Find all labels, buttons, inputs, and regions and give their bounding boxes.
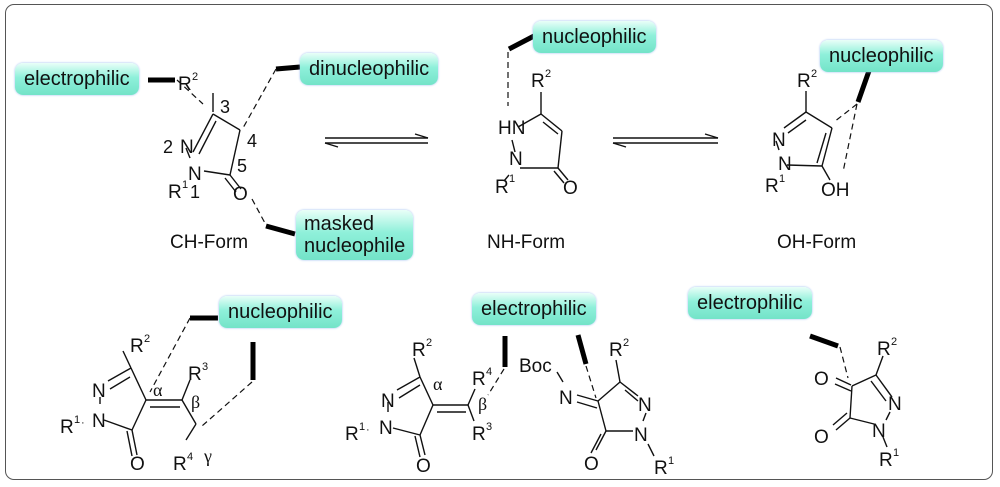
nh-form-caption: NH-Form <box>487 232 565 253</box>
svg-text:R: R <box>797 71 811 92</box>
label-electrophilic-alkylidene: electrophilic <box>472 293 596 325</box>
atom-n2: N <box>180 137 194 158</box>
label-nucleophilic-alkylidene: nucleophilic <box>219 296 342 328</box>
atom-oh: OH <box>821 180 850 201</box>
oh-form-caption: OH-Form <box>777 232 856 253</box>
gamma-label: γ <box>203 446 212 466</box>
label-electrophilic-dione: electrophilic <box>688 287 812 319</box>
svg-text:2: 2 <box>545 68 551 80</box>
svg-text:2: 2 <box>426 337 432 349</box>
svg-text:3: 3 <box>486 421 492 433</box>
svg-text:R: R <box>609 340 623 361</box>
svg-text:R: R <box>188 364 202 385</box>
svg-text:N: N <box>888 394 902 415</box>
nh-form-structure: HN N O R 1 R 2 NH-Form <box>487 33 578 253</box>
svg-text:R: R <box>130 336 144 357</box>
svg-text:1: 1 <box>74 414 80 426</box>
svg-text:·: · <box>366 424 370 436</box>
alkylidene-electrophile-structure: N N R 1 · O R 2 R 4 R 3 α β <box>345 336 508 477</box>
svg-text:R: R <box>765 176 779 197</box>
svg-text:2: 2 <box>623 337 629 349</box>
svg-text:1: 1 <box>893 447 899 459</box>
oh-form-structure: N N OH R 1 R 2 OH-Form <box>765 67 873 253</box>
svg-text:N: N <box>772 130 786 151</box>
beta-label: β <box>191 392 200 412</box>
ring-number: 2 <box>163 137 173 157</box>
svg-text:R: R <box>531 71 545 92</box>
svg-text:R: R <box>654 458 668 479</box>
ring-number: 5 <box>237 156 247 176</box>
ring-number: 3 <box>220 97 230 117</box>
svg-text:2: 2 <box>192 71 198 83</box>
atom-o: O <box>233 184 248 205</box>
svg-text:R: R <box>879 450 893 471</box>
label-electrophilic-ch: electrophilic <box>15 63 139 95</box>
label-dinucleophilic: dinucleophilic <box>300 53 439 85</box>
svg-text:2: 2 <box>811 68 817 80</box>
svg-text:R: R <box>877 339 891 360</box>
svg-text:R: R <box>495 177 509 198</box>
ch-form-caption: CH-Form <box>170 232 248 253</box>
atom-n1: N <box>188 164 202 185</box>
svg-text:O: O <box>814 427 829 448</box>
svg-text:3: 3 <box>202 361 208 373</box>
svg-text:R: R <box>412 340 426 361</box>
svg-text:O: O <box>584 454 599 475</box>
atom-r1: R <box>168 182 182 203</box>
alkylidene-pyrazolone-structure: N N R 1 · O R 2 R 3 R 4 α β γ <box>60 315 256 475</box>
svg-text:1: 1 <box>668 455 674 467</box>
ch-form-structure: R 2 N N O R 1 1 2 3 4 5 CH-Form <box>148 64 301 253</box>
svg-text:O: O <box>416 456 431 477</box>
svg-text:4: 4 <box>187 451 193 463</box>
alpha-label: α <box>153 380 163 400</box>
label-nucleophilic-nh: nucleophilic <box>533 21 656 53</box>
svg-text:4: 4 <box>486 366 492 378</box>
svg-text:R: R <box>472 424 486 445</box>
atom-nh: HN <box>498 118 525 139</box>
svg-text:O: O <box>814 369 829 390</box>
svg-text:N: N <box>872 421 886 442</box>
svg-text:R: R <box>472 369 486 390</box>
atom-boc: Boc <box>519 356 552 377</box>
svg-text:1: 1 <box>182 179 188 191</box>
equilibrium-arrow-1 <box>324 133 429 148</box>
label-nucleophilic-oh: nucleophilic <box>820 40 943 72</box>
svg-text:α: α <box>433 374 443 394</box>
svg-text:1: 1 <box>359 421 365 433</box>
svg-text:O: O <box>130 454 145 475</box>
svg-text:β: β <box>478 394 487 414</box>
svg-text:O: O <box>563 178 578 199</box>
svg-text:N: N <box>778 154 792 175</box>
svg-text:N: N <box>379 418 393 439</box>
boc-imine-structure: Boc N N N O R 2 R 1 <box>519 334 674 479</box>
svg-text:R: R <box>60 417 74 438</box>
svg-text:N: N <box>509 149 523 170</box>
ring-number: 1 <box>190 182 200 202</box>
ring-number: 4 <box>247 131 257 151</box>
svg-text:·: · <box>81 417 85 429</box>
svg-text:1: 1 <box>509 173 515 185</box>
equilibrium-arrow-2 <box>612 133 719 148</box>
svg-text:R: R <box>173 454 187 475</box>
diagram-frame <box>5 4 993 480</box>
svg-text:N: N <box>92 411 106 432</box>
atom-r2: R <box>178 74 192 95</box>
svg-text:N: N <box>92 381 106 402</box>
svg-text:R: R <box>345 424 359 445</box>
svg-text:2: 2 <box>891 336 897 348</box>
pyrazoledione-structure: O O N N R 2 R 1 <box>809 333 902 471</box>
svg-text:2: 2 <box>144 333 150 345</box>
svg-text:N: N <box>634 425 648 446</box>
svg-text:1: 1 <box>779 173 785 185</box>
svg-text:N: N <box>638 395 652 416</box>
svg-text:N: N <box>559 388 573 409</box>
svg-text:N: N <box>381 391 395 412</box>
